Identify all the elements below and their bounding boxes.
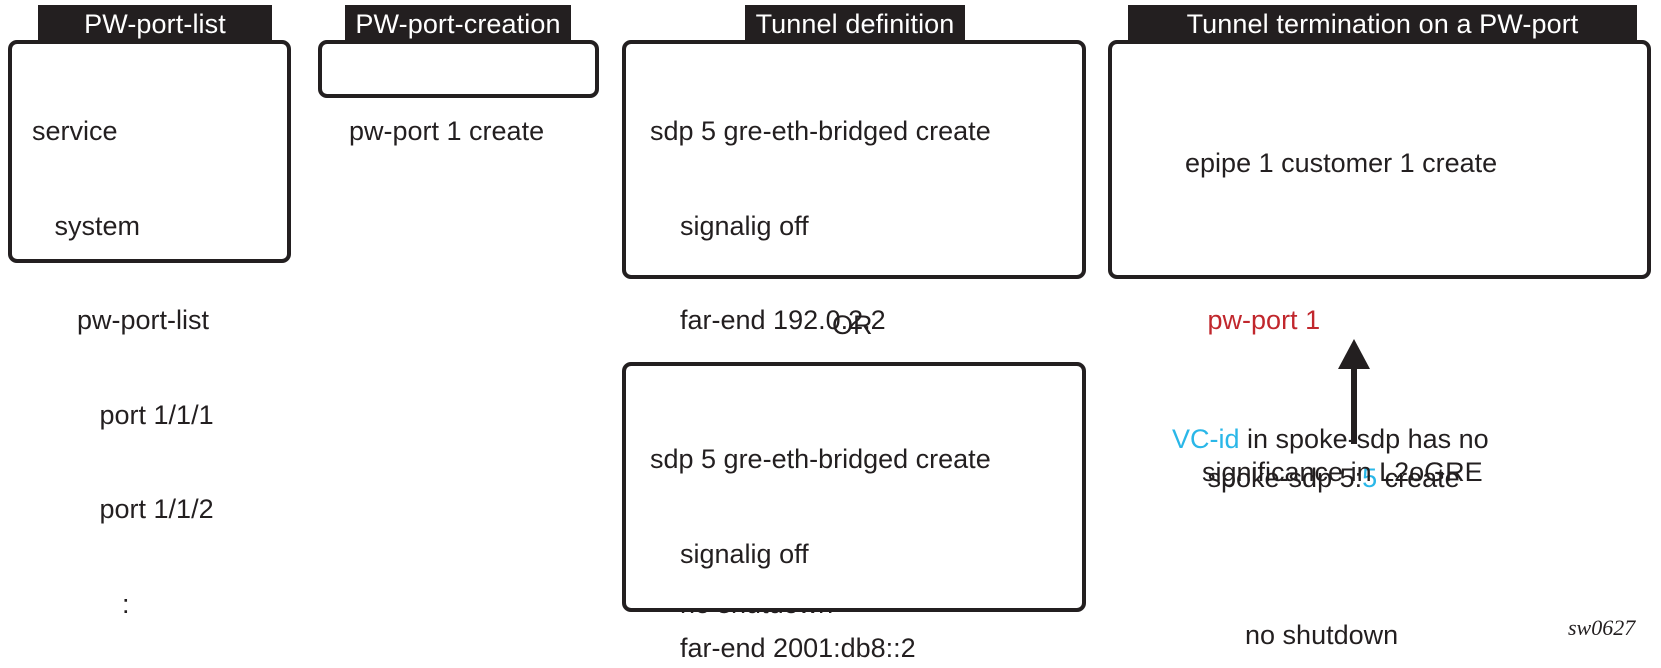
code-line: pw-port-list: [32, 305, 210, 335]
callout-title-tunnel-definition: Tunnel definition: [745, 5, 965, 43]
code-line: port 1/1/1: [32, 399, 214, 430]
code-line: system: [32, 210, 141, 241]
code-segment: spoke-sdp 5:: [1185, 462, 1363, 493]
code-line: signalig off: [650, 210, 809, 241]
code-line: port 1/1/2: [32, 494, 214, 524]
code-line: signalig off: [650, 538, 809, 569]
code-line: no shutdown: [1140, 589, 1640, 668]
code-segment-highlight-red: pw-port 1: [1207, 305, 1321, 335]
callout-body-pw-port-creation: pw-port 1 create: [349, 53, 589, 211]
callout-title-pw-port-list: PW-port-list: [38, 5, 272, 43]
code-line: far-end 2001:db8::2: [650, 633, 916, 663]
code-line: far-end 192.0.2.2: [650, 305, 886, 335]
code-line: sdp 5 gre-eth-bridged create: [650, 116, 991, 146]
code-segment-highlight-cyan: 5: [1362, 462, 1378, 493]
callout-body-tunnel-termination: epipe 1 customer 1 create pw-port 1 spok…: [1140, 53, 1640, 668]
callout-box-tunnel-termination: [1108, 40, 1651, 279]
code-segment: no shutdown: [1185, 620, 1399, 650]
code-line: pw-port 1 create: [349, 116, 545, 146]
or-label: OR: [832, 310, 873, 340]
code-line: service: [32, 116, 118, 146]
code-line-pw-port: pw-port 1: [1140, 274, 1640, 369]
annotation-line-1-rest: in spoke-sdp has no: [1239, 424, 1489, 454]
annotation-highlight-vc-id: VC-id: [1172, 424, 1240, 454]
code-line: epipe 1 customer 1 create: [1140, 116, 1640, 211]
callout-title-tunnel-termination: Tunnel termination on a PW-port: [1128, 5, 1637, 43]
code-line: :: [32, 588, 130, 619]
annotation-line-1: VC-id in spoke-sdp has no: [1172, 423, 1489, 456]
annotation-text-block: VC-id in spoke-sdp has no significance i…: [1172, 423, 1489, 489]
figure-caption: sw0627: [1568, 615, 1636, 640]
code-line-spoke-sdp: spoke-sdp 5:5 create: [1140, 431, 1640, 526]
callout-body-tunnel-definition-ipv6: sdp 5 gre-eth-bridged create signalig of…: [650, 381, 1080, 668]
code-segment: [1185, 305, 1208, 335]
callout-title-pw-port-creation: PW-port-creation: [345, 5, 571, 43]
code-segment: epipe 1 customer 1 create: [1185, 147, 1498, 178]
callout-box-tunnel-definition-ipv6: [622, 362, 1086, 612]
callout-box-tunnel-definition-ipv4: [622, 40, 1086, 279]
code-line: sdp 5 gre-eth-bridged create: [650, 444, 991, 474]
annotation-line-2: significance in L2oGRE: [1202, 457, 1483, 487]
callout-body-pw-port-list: service system pw-port-list port 1/1/1 p…: [32, 53, 282, 668]
code-segment: create: [1377, 462, 1460, 493]
annotation-arrow: [1338, 339, 1370, 444]
callout-box-pw-port-creation: [318, 40, 599, 98]
